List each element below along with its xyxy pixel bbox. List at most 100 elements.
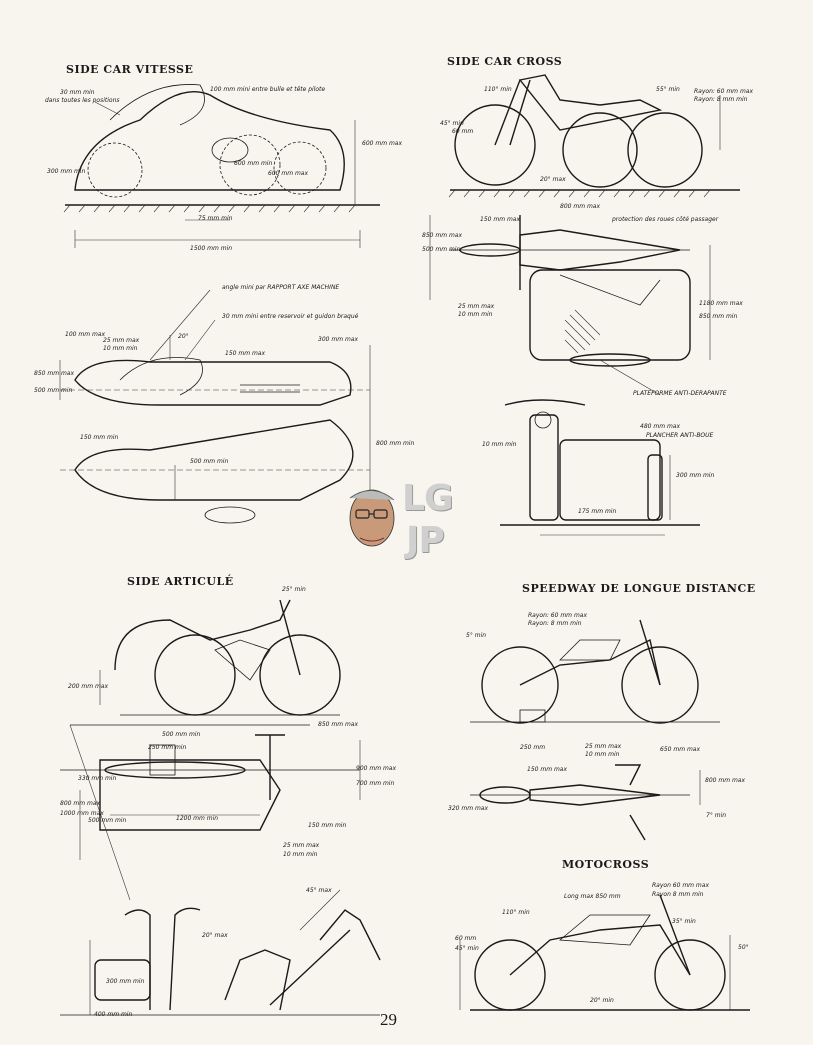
annotation: 100 mm max [65,331,106,338]
annotation: 10 mm min [482,441,517,448]
annotation: 500 mm min [162,731,201,738]
annotation: Long max 850 mm [564,893,621,900]
annotation: 330 mm min [78,775,117,782]
annotation: 60 mm [455,935,477,942]
annotation: 25 mm max [585,743,622,750]
annotation: 300 mm min [106,978,145,985]
annotation: 10 mm min [103,345,138,352]
annotation: Rayon 60 mm max [652,882,709,889]
annotation: 5° min [466,632,487,639]
annotation: 150 mm min [308,822,347,829]
annotation: 800 mm max [60,800,101,807]
watermark-text-line1: LG [402,478,453,519]
annotation: 200 mm max [68,683,109,690]
annotation: 75 mm min [198,215,233,222]
annotation: 800 mm max [705,777,746,784]
annotation: 1200 mm min [176,815,219,822]
annotation: 20° [178,333,189,340]
side-car-cross-top-view [429,215,711,396]
watermark-logo: LG JP [340,478,470,570]
annotation: 850 mm max [422,232,463,239]
portrait-icon [349,489,395,547]
annotation: dans toutes les positions [45,97,120,104]
annotation: PLATEFORME ANTI-DERAPANTE [633,390,727,397]
section-title-speedway: SPEEDWAY DE LONGUE DISTANCE [522,582,756,595]
speedway-top-view [470,764,701,841]
annotation: 25 mm max [103,337,140,344]
annotation: PLANCHER ANTI-BOUE [646,432,714,439]
annotation: 650 mm max [660,746,701,753]
annotation: 300 mm max [318,336,359,343]
annotation: 850 mm max [34,370,75,377]
annotation: Rayon: 60 mm max [694,88,754,95]
annotation: 10 mm min [283,851,318,858]
annotation: Rayon: 60 mm max [528,612,588,619]
annotation: 10 mm min [458,311,493,318]
annotation: protection des roues côté passager [612,216,719,223]
annotation: 35° min [672,918,696,925]
annotation: 25 mm max [458,303,495,310]
annotation: 800 mm min [376,440,415,447]
annotation: 300 mm min [676,472,715,479]
annotation: 1180 mm max [699,300,743,307]
annotation: 45° max [306,887,332,894]
annotation: 10 mm min [585,751,620,758]
annotation: 400 mm min [94,1011,133,1018]
annotation: 250 mm [520,744,546,751]
speedway-side-view [470,619,720,724]
annotation: 60 mm [452,128,474,135]
annotation: 850 mm max [318,721,359,728]
annotation: 600 mm min [234,160,273,167]
section-title-motocross: MOTOCROSS [562,858,650,871]
annotation: Rayon 8 mm min [652,891,704,898]
section-title-side-articule: SIDE ARTICULÉ [127,575,234,588]
watermark-text-line2: JP [406,520,445,561]
annotation: 500 mm min [34,387,73,394]
side-articule-details [60,889,381,1016]
annotation: 20° min [590,997,614,1004]
annotation: 110° min [502,909,530,916]
annotation: 7° min [706,812,727,819]
annotation: 320 mm max [448,805,489,812]
page-number: 29 [380,1010,397,1029]
annotation: Rayon: 8 mm min [528,620,582,627]
annotation: 500 mm min [190,458,229,465]
annotation: 800 mm max [560,203,601,210]
motocross-side-view [459,894,750,1011]
annotation: 900 mm max [356,765,397,772]
annotation: 850 mm min [699,313,738,320]
annotation: 25° min [282,586,306,593]
side-car-cross-side-view [448,74,740,198]
annotation: 150 mm min [80,434,119,441]
annotation: 100 mm mini entre bulle et tête pilote [210,86,326,93]
annotation: 1500 mm min [190,245,233,252]
annotation: 700 mm min [356,780,395,787]
side-car-cross-front-view [500,399,700,536]
annotation: angle mini par RAPPORT AXE MACHINE [222,284,340,291]
annotation: 500 mm min [88,817,127,824]
annotation: 480 mm max [640,423,681,430]
annotation: 45° min [455,945,479,952]
annotation: 110° min [484,86,512,93]
annotation: 1000 mm max [60,810,104,817]
annotation: 500 mm min [422,246,461,253]
annotation: 30 mm min [60,89,95,96]
annotation: 50° [738,944,749,951]
annotation: 55° min [656,86,680,93]
annotation: 150 mm max [480,216,521,223]
annotation: 150 mm max [527,766,568,773]
annotation: 20° max [540,176,566,183]
section-title-side-car-vitesse: SIDE CAR VITESSE [66,63,194,76]
annotation: 30 mm mini entre reservoir et guidon bra… [222,313,359,320]
annotation: 25 mm max [283,842,320,849]
annotation: 20° max [202,932,228,939]
side-articule-side-view [99,599,341,716]
annotation: 250 mm min [148,744,187,751]
side-car-vitesse-top-view [59,289,371,524]
annotation: 45° min [440,120,464,127]
annotation: 300 mm min [47,168,86,175]
annotation: 600 mm max [268,170,309,177]
side-articule-top-view [60,724,361,901]
section-title-side-car-cross: SIDE CAR CROSS [447,55,563,68]
